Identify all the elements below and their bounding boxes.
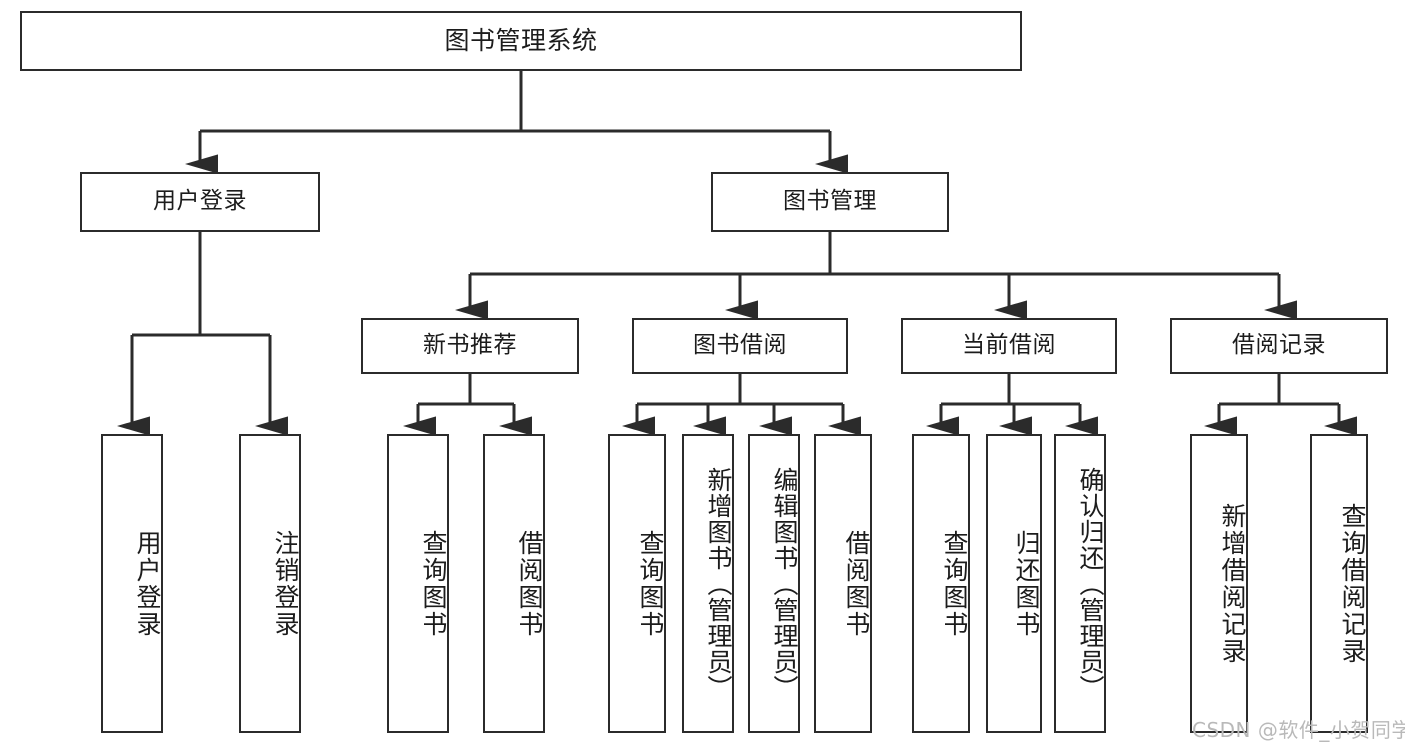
node-book-manage[interactable]: 图书管理 [711,172,949,232]
node-leaf-query-book-2[interactable]: 查询图书 [608,434,666,733]
node-leaf-add-record[interactable]: 新增借阅记录 [1190,434,1248,733]
csdn-watermark: CSDN @软件_小贺同学 [1192,718,1405,742]
node-label: 用户登录 [153,188,247,215]
node-leaf-query-record[interactable]: 查询借阅记录 [1310,434,1368,733]
node-label: 新增图书（管理员） [704,466,733,701]
node-leaf-edit-book[interactable]: 编辑图书（管理员） [748,434,800,733]
node-root[interactable]: 图书管理系统 [20,11,1022,71]
node-label: 查询图书 [419,529,448,638]
node-leaf-query-book-1[interactable]: 查询图书 [387,434,449,733]
node-label: 注销登录 [271,529,300,638]
node-label: 归还图书 [1012,529,1041,638]
node-label: 借阅记录 [1232,332,1326,359]
node-leaf-borrow-book-2[interactable]: 借阅图书 [814,434,872,733]
node-leaf-borrow-book-1[interactable]: 借阅图书 [483,434,545,733]
node-user-login[interactable]: 用户登录 [80,172,320,232]
node-label: 查询图书 [940,529,969,638]
node-label: 确认归还（管理员） [1076,466,1105,701]
node-label: 查询借阅记录 [1338,502,1367,665]
node-current-borrow[interactable]: 当前借阅 [901,318,1117,374]
node-new-book-recommend[interactable]: 新书推荐 [361,318,579,374]
node-label: 新增借阅记录 [1218,502,1247,665]
node-label: 查询图书 [636,529,665,638]
node-leaf-add-book[interactable]: 新增图书（管理员） [682,434,734,733]
node-label: 图书管理 [783,188,877,215]
node-leaf-confirm-return[interactable]: 确认归还（管理员） [1054,434,1106,733]
node-label: 图书管理系统 [444,26,598,56]
node-leaf-return-book[interactable]: 归还图书 [986,434,1042,733]
node-borrow-record[interactable]: 借阅记录 [1170,318,1388,374]
node-label: 当前借阅 [962,332,1056,359]
node-label: 借阅图书 [515,529,544,638]
node-label: 编辑图书（管理员） [770,466,799,701]
node-leaf-query-book-3[interactable]: 查询图书 [912,434,970,733]
node-book-borrow[interactable]: 图书借阅 [632,318,848,374]
node-label: 用户登录 [133,529,162,638]
node-label: 新书推荐 [423,332,517,359]
node-label: 借阅图书 [842,529,871,638]
node-leaf-user-login[interactable]: 用户登录 [101,434,163,733]
node-leaf-logout[interactable]: 注销登录 [239,434,301,733]
node-label: 图书借阅 [693,332,787,359]
